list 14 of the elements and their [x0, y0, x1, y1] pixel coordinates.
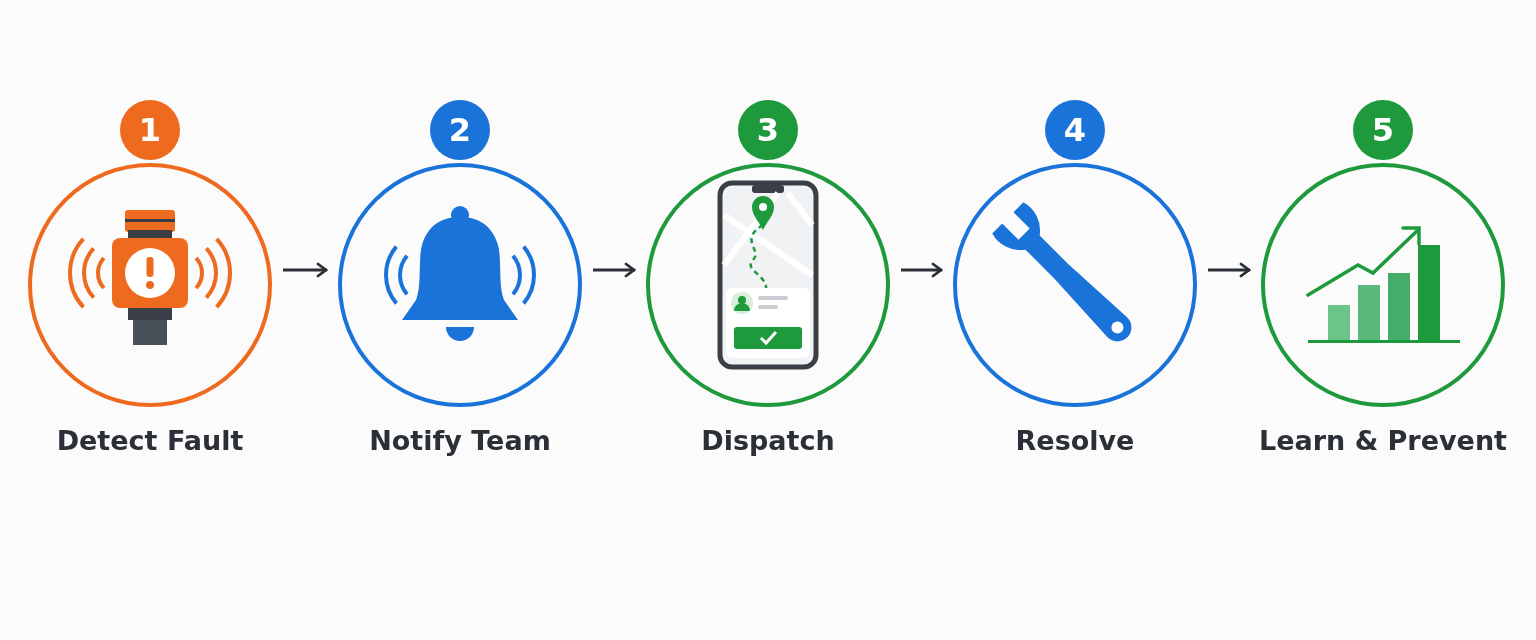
- arrow: [593, 262, 636, 278]
- step-label: Detect Fault: [55, 425, 245, 456]
- step-label: Dispatch: [700, 425, 836, 456]
- arrow: [283, 262, 328, 278]
- step-number-badge: 3: [738, 100, 798, 160]
- step-number-badge: 5: [1353, 100, 1413, 160]
- arrow: [901, 262, 943, 278]
- step-number-badge: 1: [120, 100, 180, 160]
- step-number-badge: 2: [430, 100, 490, 160]
- arrow: [1208, 262, 1251, 278]
- step-label: Resolve: [1014, 425, 1136, 456]
- step-label: Notify Team: [368, 425, 552, 456]
- step-label: Learn & Prevent: [1257, 425, 1509, 456]
- step-number-badge: 4: [1045, 100, 1105, 160]
